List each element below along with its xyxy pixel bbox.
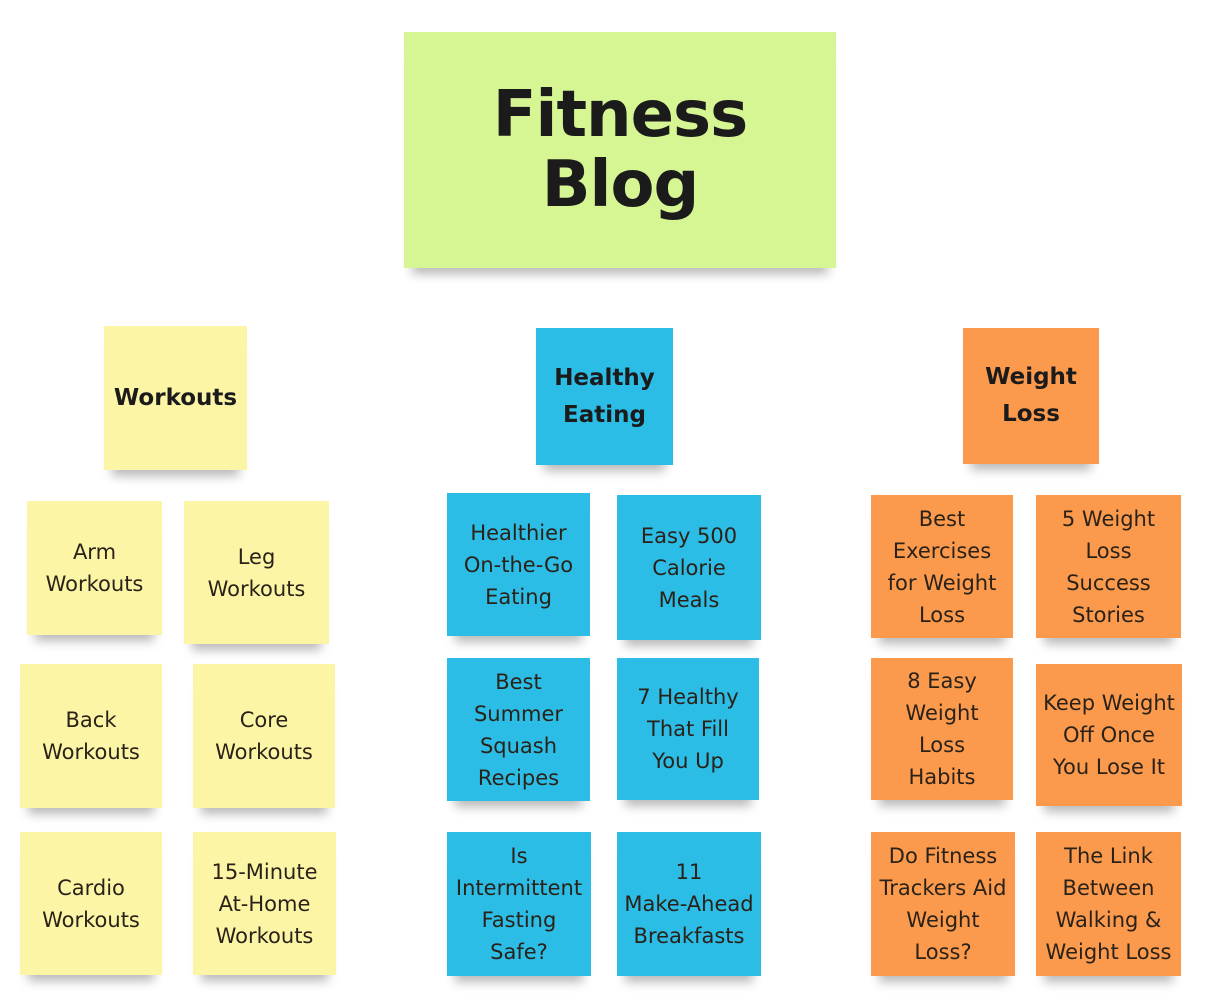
topic-note-weight-loss[interactable]: 8 Easy Weight Loss Habits (871, 658, 1013, 800)
topic-note-weight-loss[interactable]: 5 Weight Loss Success Stories (1036, 495, 1181, 638)
topic-note-healthy-eating[interactable]: 11 Make-Ahead Breakfasts (617, 832, 761, 976)
topic-note-healthy-eating-text: Easy 500 Calorie Meals (640, 523, 738, 612)
topic-note-workouts-text: Cardio Workouts (42, 875, 140, 932)
topic-note-workouts-text: Core Workouts (215, 708, 313, 764)
topic-note-healthy-eating-text: 7 Healthy That Fill You Up (637, 685, 739, 773)
topic-note-workouts[interactable]: Leg Workouts (184, 501, 329, 644)
topic-note-weight-loss-text: Keep Weight Off Once You Lose It (1043, 691, 1175, 779)
topic-note-healthy-eating-text: Best Summer Squash Recipes (473, 669, 564, 790)
category-note-workouts-text: Workouts (113, 384, 238, 411)
topic-note-workouts[interactable]: Arm Workouts (27, 501, 162, 635)
topic-note-weight-loss-text: 8 Easy Weight Loss Habits (905, 669, 979, 789)
topic-note-healthy-eating[interactable]: Healthier On-the-Go Eating (447, 493, 590, 636)
topic-note-workouts-text: Arm Workouts (45, 540, 144, 596)
topic-note-weight-loss-text: Do Fitness Trackers Aid Weight Loss? (879, 844, 1007, 964)
topic-note-weight-loss-text: Best Exercises for Weight Loss (887, 506, 997, 627)
topic-note-healthy-eating-text: Healthier On-the-Go Eating (463, 520, 574, 609)
category-note-workouts[interactable]: Workouts (104, 326, 247, 470)
category-note-weight-loss-text: Weight Loss (985, 364, 1077, 427)
topic-note-healthy-eating-text: Is Intermittent Fasting Safe? (455, 844, 583, 964)
topic-note-weight-loss[interactable]: Keep Weight Off Once You Lose It (1036, 664, 1182, 806)
topic-note-healthy-eating-text: 11 Make-Ahead Breakfasts (624, 860, 754, 948)
topic-note-weight-loss-text: The Link Between Walking & Weight Loss (1045, 844, 1172, 964)
topic-note-workouts[interactable]: Core Workouts (193, 664, 335, 808)
topic-note-healthy-eating[interactable]: Easy 500 Calorie Meals (617, 495, 761, 640)
topic-note-workouts-text: 15-Minute At-Home Workouts (211, 859, 318, 948)
category-note-weight-loss[interactable]: Weight Loss (963, 328, 1099, 464)
topic-note-workouts-text: Back Workouts (42, 708, 140, 764)
topic-note-healthy-eating[interactable]: 7 Healthy That Fill You Up (617, 658, 759, 800)
topic-note-weight-loss[interactable]: The Link Between Walking & Weight Loss (1036, 832, 1181, 976)
topic-note-workouts[interactable]: Back Workouts (20, 664, 162, 808)
topic-note-healthy-eating[interactable]: Best Summer Squash Recipes (447, 658, 590, 801)
topic-note-workouts-text: Leg Workouts (207, 544, 306, 601)
topic-note-weight-loss-text: 5 Weight Loss Success Stories (1061, 506, 1156, 627)
topic-note-healthy-eating[interactable]: Is Intermittent Fasting Safe? (447, 832, 591, 976)
title-sticky-note[interactable]: Fitness Blog (404, 32, 836, 268)
topic-note-workouts[interactable]: 15-Minute At-Home Workouts (193, 832, 336, 975)
category-note-healthy-eating-text: Healthy Eating (554, 364, 655, 428)
topic-note-weight-loss[interactable]: Do Fitness Trackers Aid Weight Loss? (871, 832, 1015, 976)
category-note-healthy-eating[interactable]: Healthy Eating (536, 328, 673, 465)
topic-note-workouts[interactable]: Cardio Workouts (20, 832, 162, 975)
topic-note-weight-loss[interactable]: Best Exercises for Weight Loss (871, 495, 1013, 638)
title-text: Fitness Blog (492, 78, 748, 222)
